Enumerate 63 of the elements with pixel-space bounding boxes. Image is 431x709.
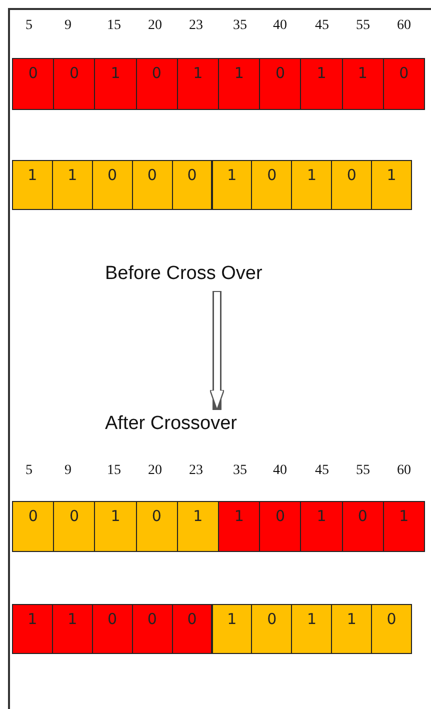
gene-cell: 0 — [12, 501, 54, 552]
gene-cell: 1 — [176, 58, 219, 110]
gene-cell: 1 — [94, 501, 137, 552]
gene-cell: 0 — [132, 604, 173, 654]
gene-cell: 0 — [259, 501, 302, 552]
gene-cell: 0 — [136, 58, 178, 110]
stage-caption: Before Cross Over — [105, 263, 262, 285]
gene-cell: 0 — [53, 501, 96, 552]
position-label: 60 — [396, 463, 412, 479]
gene-cell: 0 — [382, 58, 425, 110]
gene-cell: 0 — [251, 160, 292, 210]
position-label: 23 — [188, 18, 204, 34]
position-label: 9 — [64, 463, 72, 479]
gene-cell: 1 — [342, 58, 384, 110]
gene-cell: 1 — [176, 501, 219, 552]
gene-cell: 1 — [12, 160, 53, 210]
gene-cell: 1 — [371, 160, 412, 210]
gene-cell: 1 — [218, 58, 260, 110]
gene-cell: 0 — [342, 501, 384, 552]
gene-cell: 1 — [218, 501, 260, 552]
position-label: 9 — [64, 18, 72, 34]
position-label: 35 — [232, 463, 248, 479]
gene-cell: 1 — [52, 160, 93, 210]
gene-cell: 1 — [300, 501, 343, 552]
position-label: 45 — [314, 18, 330, 34]
gene-cell: 0 — [53, 58, 96, 110]
position-label: 45 — [314, 463, 330, 479]
position-label: 55 — [355, 18, 371, 34]
gene-cell: 0 — [132, 160, 173, 210]
gene-cell: 0 — [251, 604, 292, 654]
position-label: 15 — [106, 463, 122, 479]
gene-cell: 1 — [52, 604, 93, 654]
position-label: 15 — [106, 18, 122, 34]
gene-cell: 0 — [172, 160, 212, 210]
gene-cell: 1 — [212, 604, 252, 654]
position-label: 5 — [24, 463, 34, 479]
position-label: 35 — [232, 18, 248, 34]
gene-cell: 1 — [300, 58, 343, 110]
gene-cell: 1 — [291, 604, 332, 654]
gene-cell: 0 — [259, 58, 302, 110]
gene-cell: 0 — [92, 604, 133, 654]
gene-cell: 1 — [12, 604, 53, 654]
gene-cell: 0 — [331, 160, 372, 210]
down-arrow — [209, 291, 225, 411]
gene-cell: 1 — [94, 58, 137, 110]
position-label: 20 — [147, 18, 163, 34]
position-label: 20 — [147, 463, 163, 479]
gene-cell: 0 — [12, 58, 54, 110]
gene-cell: 1 — [291, 160, 332, 210]
gene-cell: 0 — [172, 604, 212, 654]
position-label: 23 — [188, 463, 204, 479]
gene-cell: 0 — [92, 160, 133, 210]
position-label: 60 — [396, 18, 412, 34]
position-label: 5 — [24, 18, 34, 34]
position-label: 55 — [355, 463, 371, 479]
stage-caption: After Crossover — [105, 413, 237, 435]
gene-cell: 1 — [382, 501, 425, 552]
gene-cell: 0 — [371, 604, 412, 654]
gene-cell: 1 — [331, 604, 372, 654]
gene-cell: 0 — [136, 501, 178, 552]
gene-cell: 1 — [212, 160, 252, 210]
position-label: 40 — [272, 18, 288, 34]
position-label: 40 — [272, 463, 288, 479]
